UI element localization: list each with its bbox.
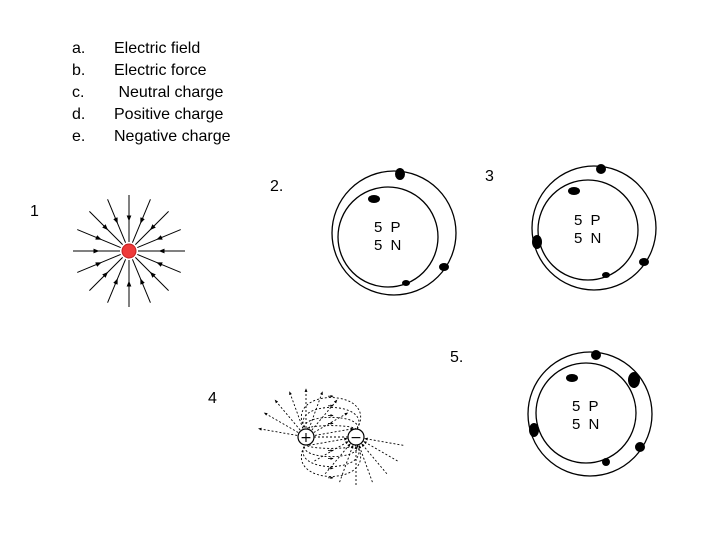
list-label: Positive charge	[114, 106, 224, 123]
figure-number-3: 3	[485, 168, 494, 185]
figure-number-1: 1	[30, 203, 39, 220]
matching-list: a. Electric field b. Electric force c. N…	[72, 38, 231, 148]
inner-orbit	[537, 179, 639, 281]
field-line	[314, 441, 349, 462]
list-item-c: c. Neutral charge	[72, 82, 231, 104]
field-arrow	[113, 278, 118, 285]
field-line	[364, 437, 404, 446]
figure-number-4: 4	[208, 390, 217, 407]
electron	[395, 168, 405, 180]
protons-label: 5 P	[572, 398, 601, 415]
atom-diagram-2: 5 P 5 N	[331, 168, 457, 296]
point-charge	[121, 243, 137, 259]
list-letter: e.	[72, 128, 86, 145]
list-label: Neutral charge	[114, 84, 224, 101]
electron	[628, 372, 640, 388]
list-item-e: e. Negative charge	[72, 126, 231, 148]
field-line	[314, 427, 354, 436]
field-arrow	[156, 235, 163, 240]
field-line	[311, 399, 338, 431]
field-line	[305, 425, 357, 432]
field-line	[308, 437, 348, 446]
inner-orbit	[535, 362, 637, 464]
field-line	[361, 443, 388, 475]
neutrons-label: 5 N	[374, 237, 403, 254]
field-line	[263, 412, 299, 433]
figure-number-2: 2.	[270, 178, 284, 195]
list-label: Negative charge	[114, 128, 231, 145]
protons-label: 5 P	[574, 212, 603, 229]
electron	[596, 164, 606, 174]
field-line	[302, 407, 360, 432]
field-line	[304, 416, 358, 432]
field-line	[339, 444, 354, 483]
electron	[529, 423, 539, 437]
field-arrow	[102, 271, 109, 278]
electron	[568, 187, 580, 195]
outer-orbit	[527, 351, 653, 477]
atom-diagram-5: 5 P 5 N	[527, 350, 653, 477]
list-item-b: b. Electric force	[72, 60, 231, 82]
list-item-d: d. Positive charge	[72, 104, 231, 126]
electron	[402, 280, 410, 286]
positive-charge	[297, 428, 315, 446]
field-line	[258, 427, 298, 436]
neutrons-label: 5 N	[572, 416, 601, 433]
electron	[591, 350, 601, 360]
atom-diagram-3: 5 P 5 N	[531, 164, 657, 291]
outer-orbit	[531, 165, 657, 291]
field-line	[289, 391, 304, 429]
electron	[602, 458, 610, 466]
dipole-field: + −	[258, 388, 404, 485]
positive-sign: +	[300, 430, 312, 446]
electron	[566, 374, 578, 382]
field-arrow	[140, 217, 145, 224]
field-arrow	[95, 235, 102, 240]
field-line	[274, 399, 301, 431]
field-line	[313, 412, 349, 433]
field-line	[300, 442, 362, 477]
field-arrow	[149, 271, 156, 278]
field-line	[358, 444, 373, 483]
field-arrow	[95, 262, 102, 267]
field-line	[302, 442, 360, 467]
field-arrow	[113, 217, 118, 224]
field-line	[363, 441, 398, 462]
field-line	[308, 391, 323, 429]
outer-orbit	[331, 170, 457, 296]
negative-sign: −	[350, 430, 362, 446]
inner-orbit	[337, 186, 439, 288]
list-label: Electric field	[114, 40, 201, 57]
list-label: Electric force	[114, 62, 207, 79]
figure-number-5: 5.	[450, 349, 464, 366]
field-arrow	[149, 224, 156, 231]
field-line	[304, 442, 358, 458]
list-letter: a.	[72, 40, 86, 57]
dipole-field-lines	[258, 388, 404, 485]
electron	[602, 272, 610, 278]
list-letter: c.	[72, 84, 85, 101]
electron	[532, 235, 542, 249]
list-letter: d.	[72, 106, 86, 123]
list-letter: b.	[72, 62, 86, 79]
electron	[639, 258, 649, 266]
point-charge-field	[73, 195, 185, 307]
neutrons-label: 5 N	[574, 230, 603, 247]
list-item-a: a. Electric field	[72, 38, 231, 60]
electron	[439, 263, 449, 271]
electron	[368, 195, 380, 203]
field-line	[300, 397, 362, 432]
field-arrow	[102, 224, 109, 231]
protons-label: 5 P	[374, 219, 403, 236]
negative-charge	[347, 428, 365, 446]
field-arrow	[156, 262, 163, 267]
field-arrow	[140, 278, 145, 285]
field-line	[324, 443, 351, 475]
electron	[635, 442, 645, 452]
